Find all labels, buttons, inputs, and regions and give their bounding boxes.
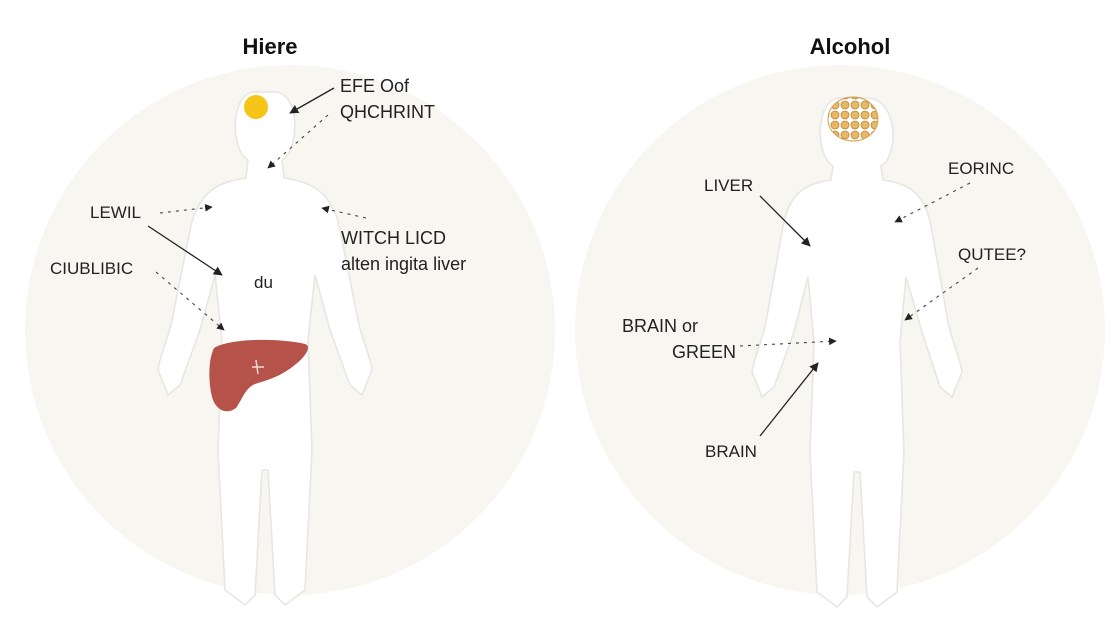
label-du: du xyxy=(254,273,273,292)
label-qhchrint: QHCHRINT xyxy=(340,102,435,122)
leader-efe-oof xyxy=(289,87,335,114)
label-brain-or: BRAIN or xyxy=(622,316,698,336)
leader-ciublibic xyxy=(155,271,225,331)
leader-qutee xyxy=(904,267,979,321)
liver-organ xyxy=(209,339,309,412)
leader-lewil-lower xyxy=(147,225,223,276)
label-eorinc: EORINC xyxy=(948,159,1014,178)
label-ciublibic: CIUBLIBIC xyxy=(50,259,133,278)
head-highlight-dot xyxy=(244,95,268,119)
leader-brain xyxy=(759,362,819,437)
leader-liver xyxy=(759,195,811,247)
liver-ligament xyxy=(252,359,264,375)
leader-qhchrint xyxy=(267,114,329,169)
label-liver: LIVER xyxy=(704,176,753,195)
label-alten-ingita-liver: alten ingita liver xyxy=(341,254,466,274)
label-witch-lincd: WITCH LICD xyxy=(341,228,446,248)
label-efe-oof: EFE Oof xyxy=(340,76,410,96)
leader-eorinc xyxy=(894,182,971,223)
right-body-figure xyxy=(751,97,963,609)
left-panel-title: Hiere xyxy=(242,34,297,59)
leader-lewil xyxy=(159,203,213,214)
leader-green xyxy=(739,337,837,347)
brain-blob xyxy=(827,96,879,142)
label-brain: BRAIN xyxy=(705,442,757,461)
label-green: GREEN xyxy=(672,342,736,362)
label-qutee: QUTEE? xyxy=(958,245,1026,264)
right-panel-title: Alcohol xyxy=(810,34,891,59)
label-lewil: LEWIL xyxy=(90,203,141,222)
